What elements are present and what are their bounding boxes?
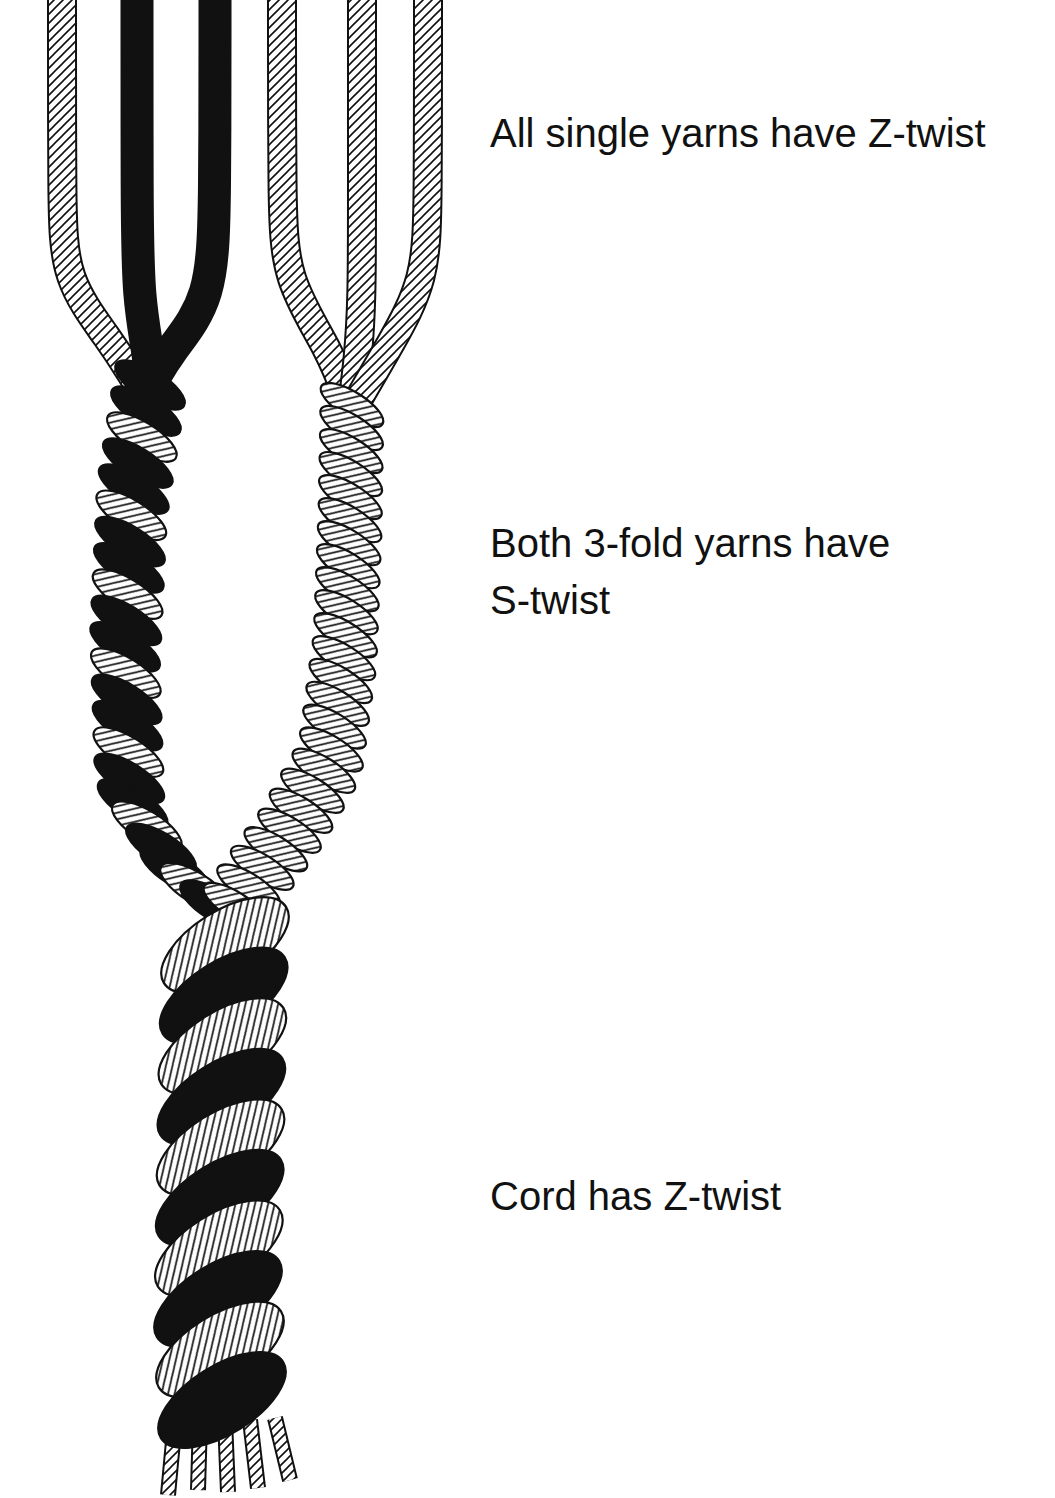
single-yarn [150,0,215,385]
note-label: Cord has Z-twist [490,1168,1035,1225]
three-fold-yarns [83,351,389,939]
single-yarn-outline [282,0,350,405]
single-yarn [282,0,350,405]
single-yarn [137,0,150,385]
cord-segment [143,1333,301,1467]
single-yarns [62,0,428,405]
single-yarn [355,0,428,405]
single-yarn [352,0,362,405]
note-label: Both 3-fold yarns have S-twist [490,515,930,629]
frayed-end-outline [275,1418,290,1480]
cord [139,878,304,1495]
frayed-end [250,1420,258,1488]
single-yarn-outline [352,0,362,405]
single-yarn-outline [355,0,428,405]
note-label: All single yarns have Z-twist [490,105,1035,162]
frayed-end-outline [250,1420,258,1488]
frayed-end [275,1418,290,1480]
